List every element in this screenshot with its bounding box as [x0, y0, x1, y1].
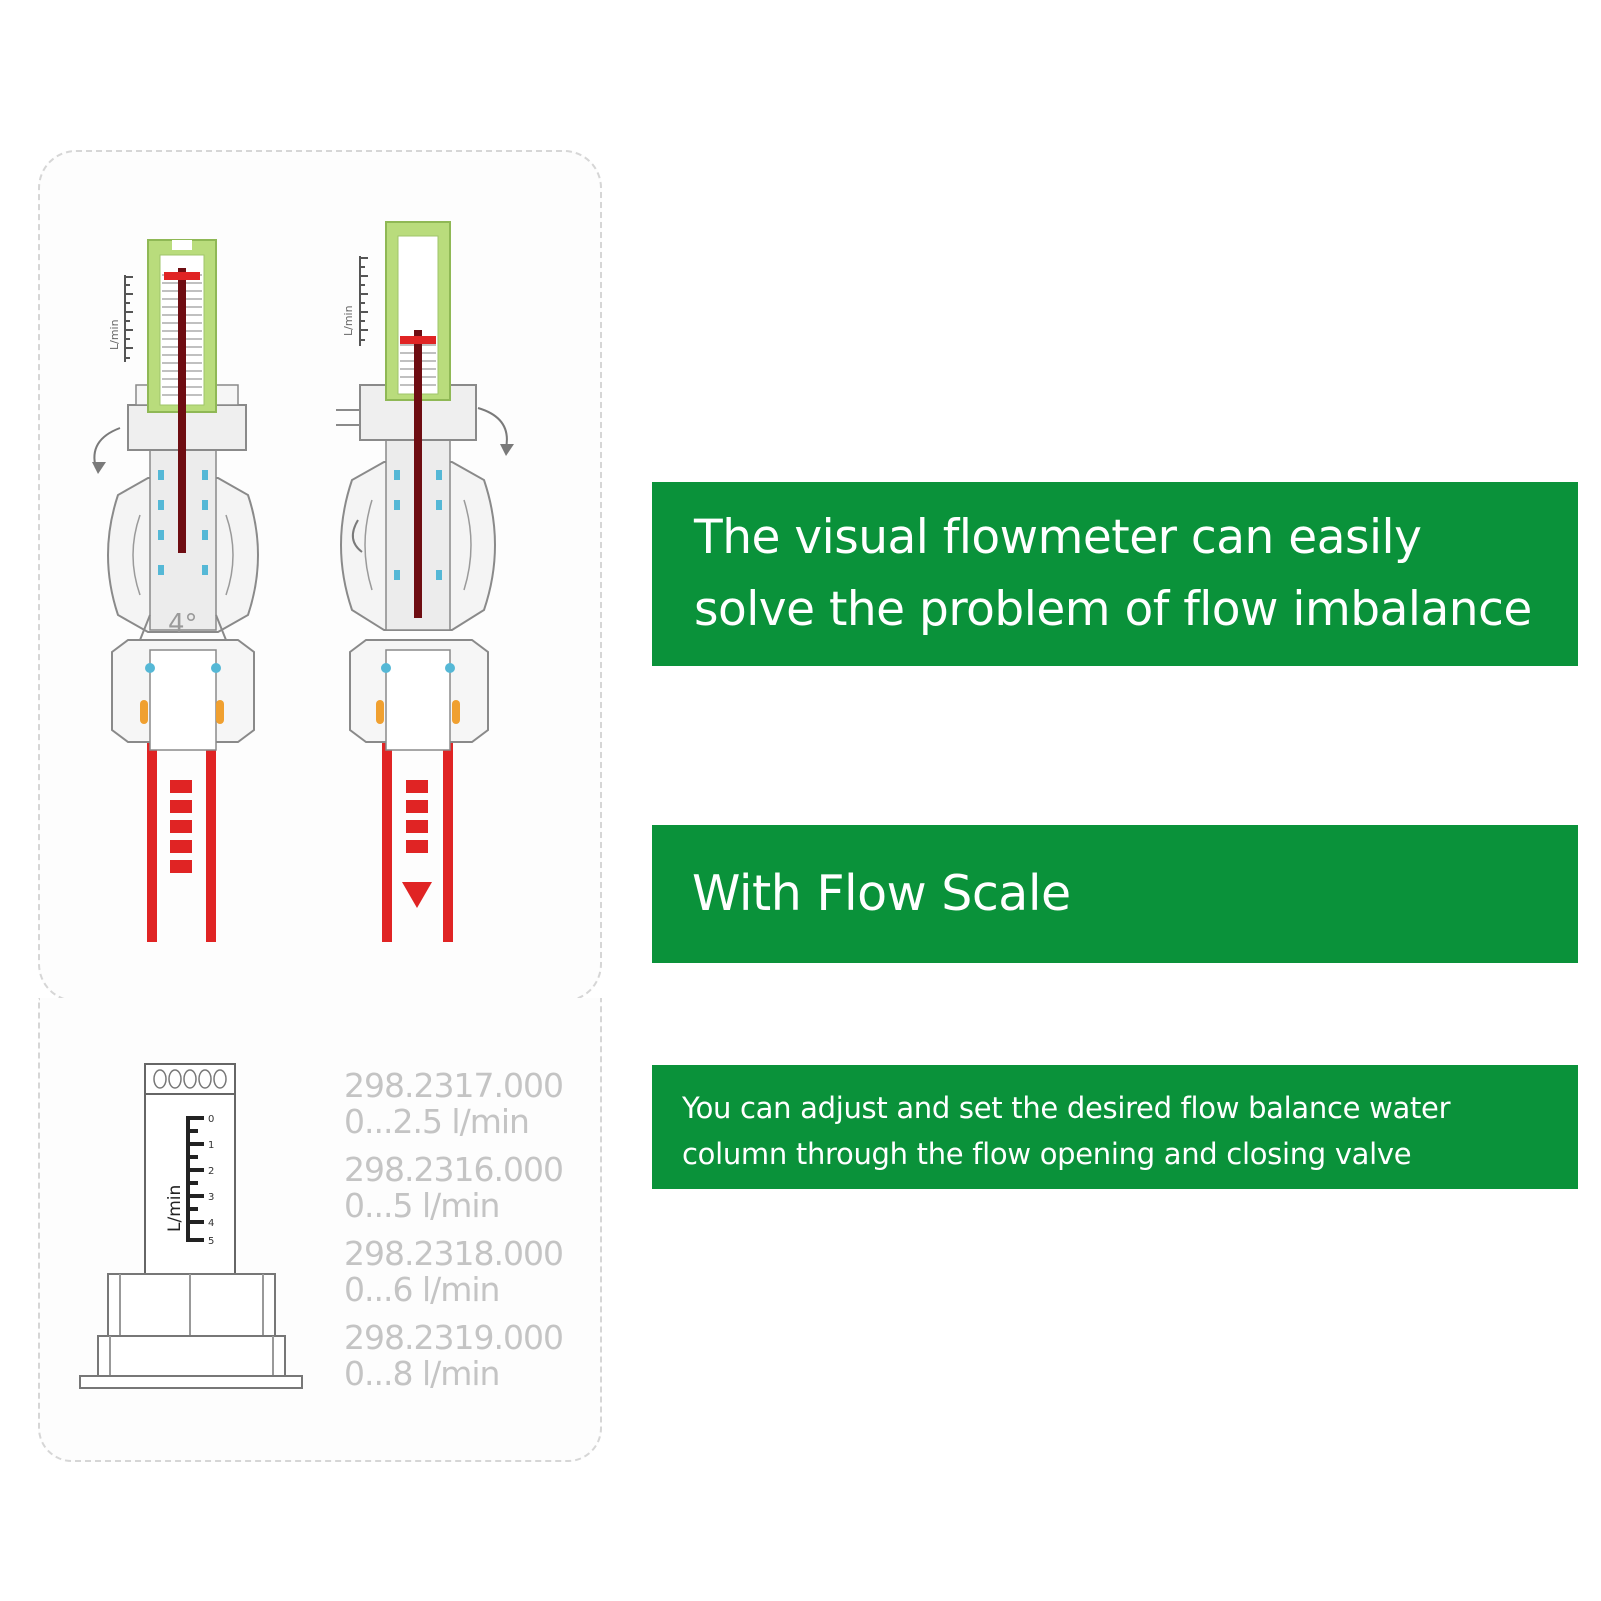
pipe-wall-left-a — [147, 690, 157, 942]
flow-indicator-rod — [414, 330, 422, 618]
feature-banner: With Flow Scale — [652, 825, 1578, 963]
flow-block — [170, 840, 192, 853]
model-code: 298.2316.000 — [344, 1150, 564, 1189]
scale-number: 2 — [208, 1166, 214, 1177]
model-range: 0...6 l/min — [344, 1270, 500, 1309]
flow-indicator-mark — [400, 336, 436, 344]
model-entry: 298.2316.000 0...5 l/min — [344, 1152, 604, 1224]
o-ring — [216, 700, 224, 724]
rotate-arrow-icon — [477, 407, 508, 449]
model-list: 298.2317.000 0...2.5 l/min 298.2316.000 … — [344, 1068, 604, 1404]
flow-block — [406, 800, 428, 813]
flow-block — [406, 840, 428, 853]
scale-ticks — [186, 1116, 204, 1242]
unit-label: L/min — [342, 305, 355, 336]
o-ring — [140, 700, 148, 724]
flow-indicator-mark — [164, 272, 200, 280]
scale-number: 3 — [208, 1192, 214, 1203]
scale-base — [107, 1273, 276, 1337]
scale-number: 0 — [208, 1114, 214, 1125]
flow-indicator-rod — [178, 268, 186, 553]
model-entry: 298.2319.000 0...8 l/min — [344, 1320, 604, 1392]
flow-block — [170, 800, 192, 813]
flow-block — [406, 820, 428, 833]
model-entry: 298.2318.000 0...6 l/min — [344, 1236, 604, 1308]
valve-bore — [149, 649, 217, 751]
pipe-wall-left-b — [206, 690, 216, 942]
scale-number: 1 — [208, 1140, 214, 1151]
model-range: 0...2.5 l/min — [344, 1102, 530, 1141]
model-range: 0...5 l/min — [344, 1186, 500, 1225]
scale-number: 4 — [208, 1218, 214, 1229]
unit-label: L/min — [108, 319, 121, 350]
flow-block — [170, 780, 192, 793]
model-entry: 298.2317.000 0...2.5 l/min — [344, 1068, 604, 1140]
scale-ruler — [124, 275, 133, 362]
pipe-wall-right-b — [443, 690, 453, 942]
headline-banner: The visual flowmeter can easily solve th… — [652, 482, 1578, 666]
valve-right: L/min — [336, 221, 514, 942]
pipe-wall-right-a — [382, 690, 392, 942]
seal-ring — [145, 663, 155, 673]
flow-block — [406, 780, 428, 793]
model-code: 298.2317.000 — [344, 1066, 564, 1105]
description-banner: You can adjust and set the desired flow … — [652, 1065, 1578, 1189]
model-code: 298.2318.000 — [344, 1234, 564, 1273]
scale-detail: 0 1 2 3 4 5 L/min — [79, 1063, 303, 1389]
unit-label: L/min — [165, 1185, 185, 1232]
scale-ruler — [359, 256, 368, 346]
flow-direction-arrow-icon — [402, 882, 432, 908]
valve-left: 4° L/min — [92, 239, 259, 942]
flow-block — [170, 860, 192, 873]
seal-ring — [211, 663, 221, 673]
angle-label: 4° — [168, 609, 198, 639]
flow-block — [170, 820, 192, 833]
o-ring — [452, 700, 460, 724]
model-range: 0...8 l/min — [344, 1354, 500, 1393]
o-ring — [376, 700, 384, 724]
model-code: 298.2319.000 — [344, 1318, 564, 1357]
scale-number: 5 — [208, 1236, 214, 1247]
